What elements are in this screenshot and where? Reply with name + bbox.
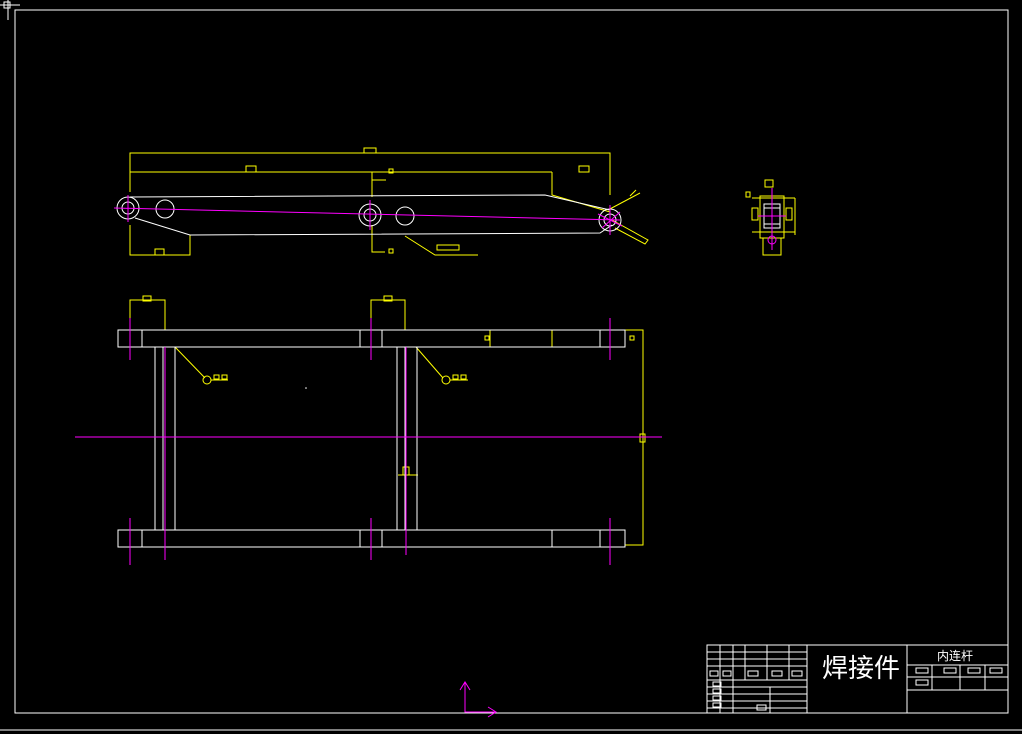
top-view — [75, 295, 662, 565]
side-view — [113, 147, 649, 256]
part-name-label: 焊接件 — [822, 654, 900, 684]
ucs-axis-icon — [459, 681, 497, 718]
cursor-crosshair — [0, 0, 20, 20]
stray-point — [305, 387, 307, 389]
drawing-name-label: 内连杆 — [937, 648, 973, 663]
title-block: 焊接件 内连杆 — [706, 644, 1009, 714]
section-detail — [745, 179, 796, 256]
drawing-frame — [14, 9, 1009, 714]
